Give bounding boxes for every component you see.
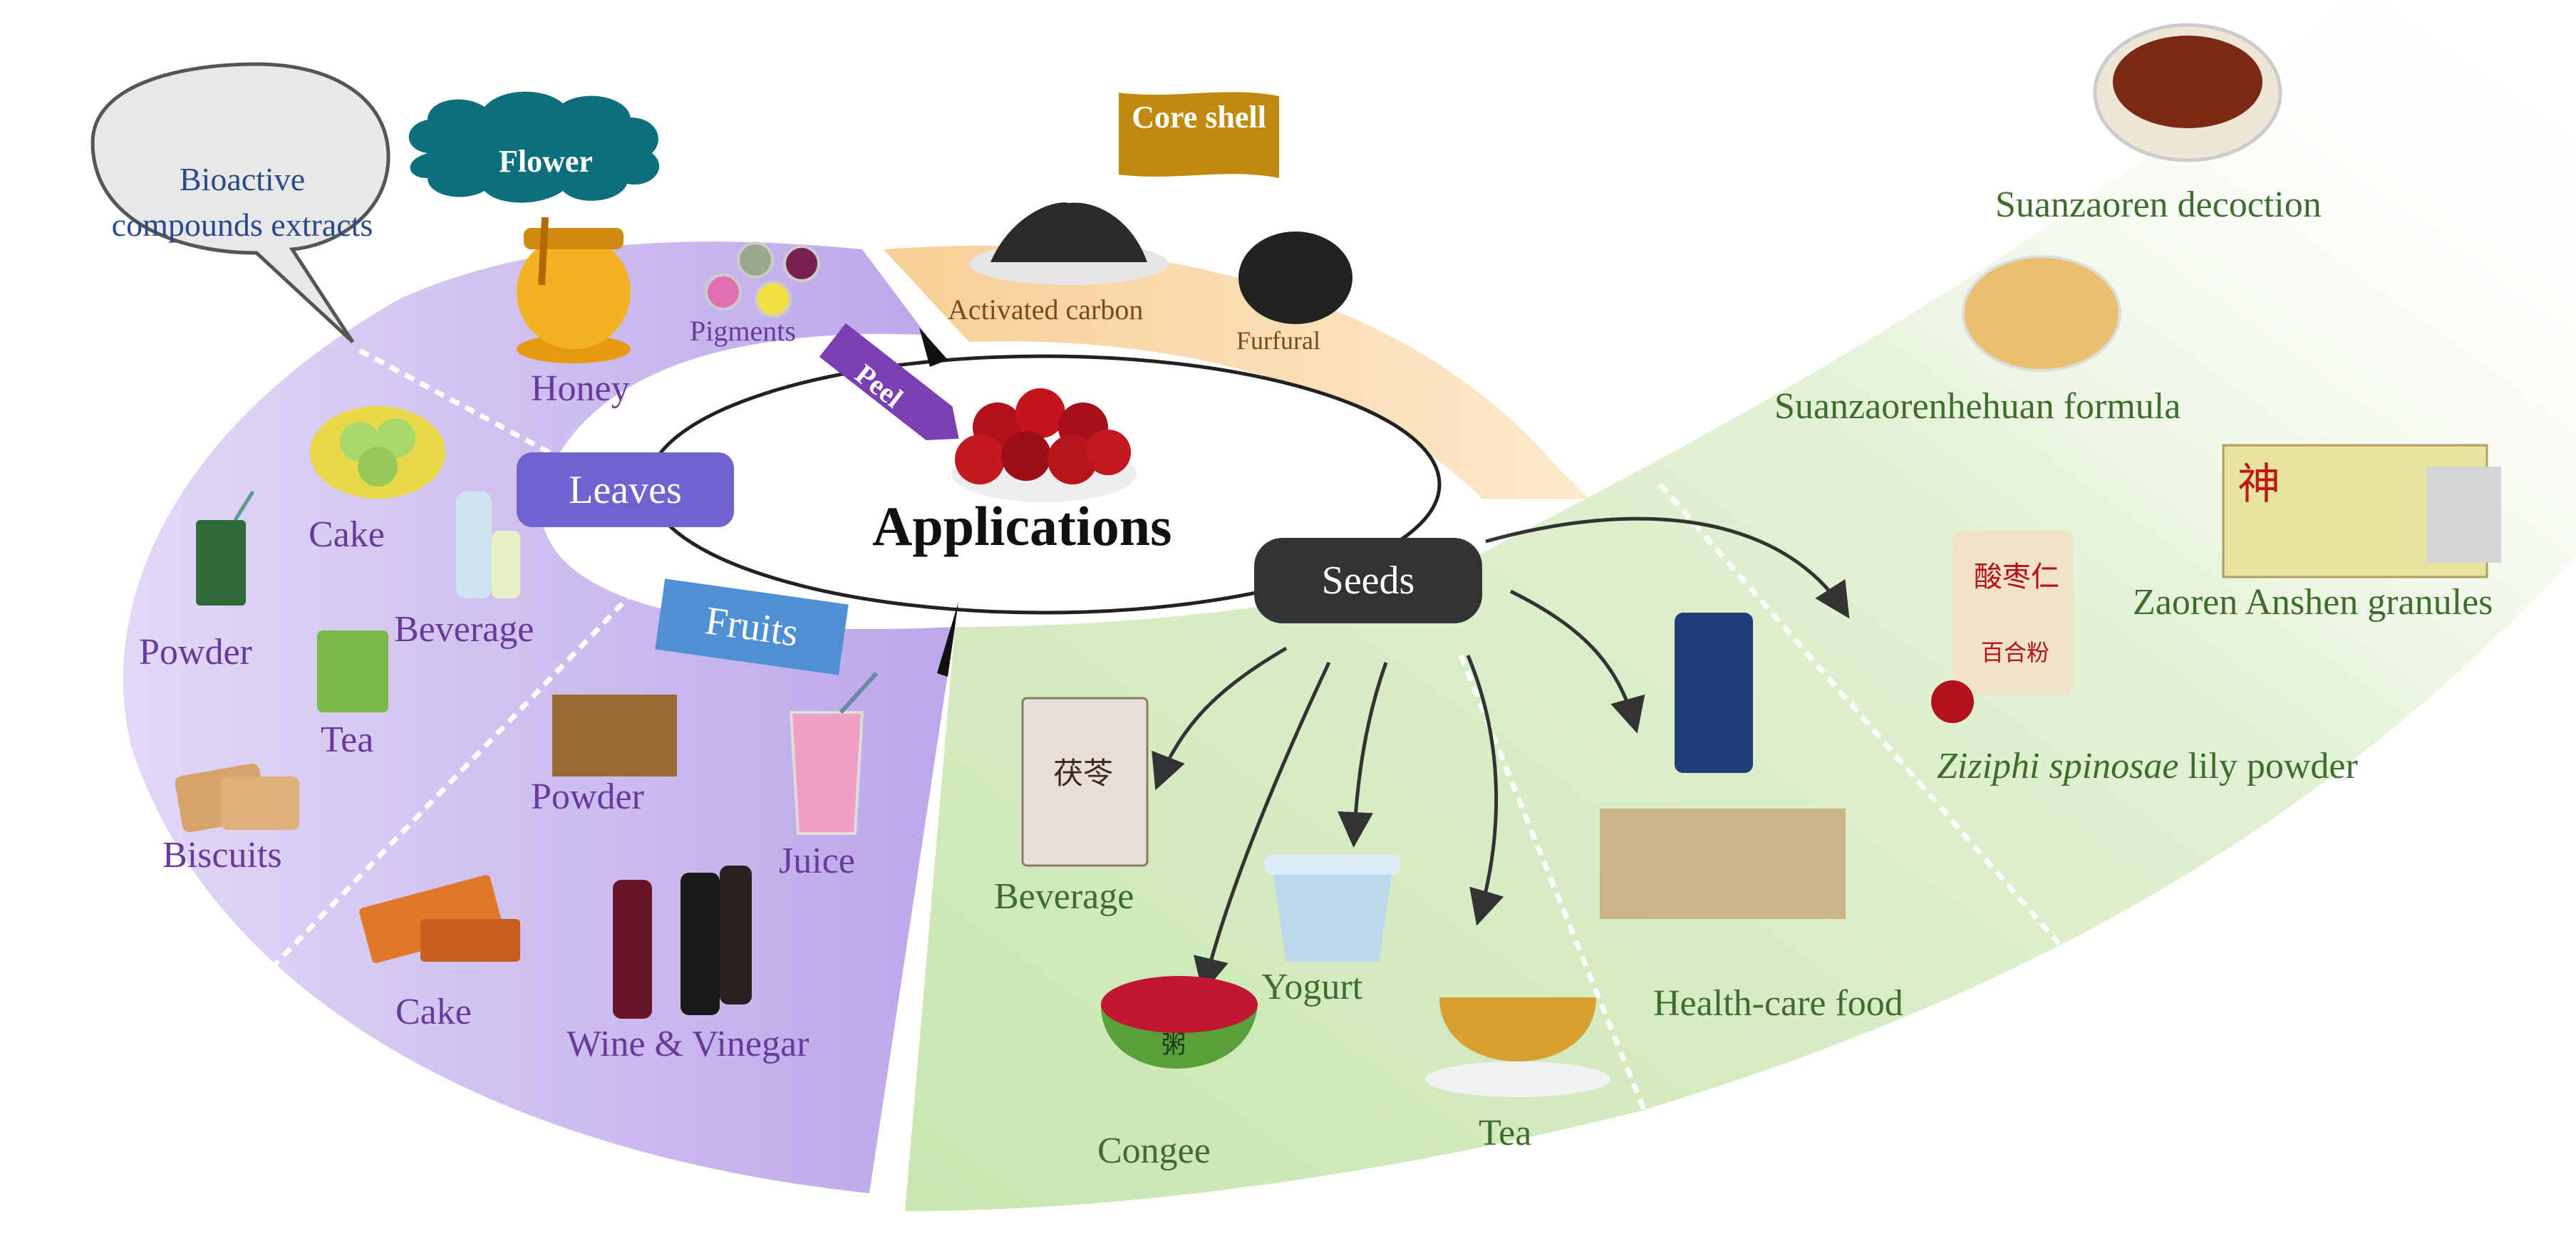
pointer-top xyxy=(919,328,948,367)
flower-cloud xyxy=(408,91,660,203)
decoction-label: Suanzaoren decoction xyxy=(1995,185,2322,225)
seeds-beverage-label: Beverage xyxy=(994,876,1134,917)
granules-label: Zaoren Anshen granules xyxy=(2133,582,2493,623)
fruits-pill xyxy=(655,578,849,675)
seeds-beverage-image xyxy=(1021,697,1149,867)
arrow-to-beverage xyxy=(1152,646,1288,791)
core-shell-flag xyxy=(1119,92,1279,178)
fruits-juice-label: Juice xyxy=(779,841,855,881)
leaves-tea-label: Tea xyxy=(321,720,374,760)
granules-box-image xyxy=(2222,444,2501,578)
leaves-cake-image xyxy=(310,406,445,499)
divider-seeds-tcm xyxy=(1658,482,2083,971)
activated-carbon-image xyxy=(969,202,1169,285)
leaves-tea-image xyxy=(317,630,388,712)
fruits-powder-label: Powder xyxy=(531,777,644,817)
leaves-cake-label: Cake xyxy=(309,514,385,555)
congee-label: Congee xyxy=(1097,1131,1211,1171)
wine-vinegar-image xyxy=(613,866,752,1019)
leaves-powder-label: Powder xyxy=(139,632,252,672)
arrow-to-tea xyxy=(1466,655,1504,926)
formula-bowl-image xyxy=(1962,255,2121,372)
wine-vinegar-label: Wine & Vinegar xyxy=(567,1024,809,1064)
leaves-beverage-image xyxy=(456,492,520,598)
health-care-label: Health-care food xyxy=(1653,983,1903,1024)
leaves-label: Leaves xyxy=(569,467,682,512)
granules-box-text: 神 xyxy=(2238,459,2280,509)
congee-bowl-text: 粥 xyxy=(1162,1031,1186,1059)
seeds-tea-label: Tea xyxy=(1479,1113,1532,1153)
core-shell-band xyxy=(884,246,1589,499)
furfural-image xyxy=(1238,232,1352,324)
bioactive-bubble xyxy=(90,62,390,343)
honey-jar-image xyxy=(517,217,631,363)
leaves-beverage-label: Beverage xyxy=(394,609,534,650)
arrow-to-congee xyxy=(1194,661,1331,994)
fruits-powder-image xyxy=(552,695,677,777)
decoction-bowl-image xyxy=(2093,23,2282,162)
activated-carbon-label: Activated carbon xyxy=(948,294,1144,326)
congee-image xyxy=(1101,976,1258,1069)
divider-bioactive-leaves xyxy=(358,348,557,459)
pointer-bottom xyxy=(937,602,958,677)
leaves-pill xyxy=(517,452,734,527)
tea-cup-image xyxy=(1425,997,1610,1097)
lily-powder-jar-image xyxy=(1931,531,2074,723)
leaves-biscuits-label: Biscuits xyxy=(162,835,282,876)
fruits-juice-image xyxy=(789,671,879,835)
beverage-package-text: 茯苓 xyxy=(1053,756,1114,791)
divider-seeds-health xyxy=(1458,654,1656,1134)
peel-tag xyxy=(819,323,959,440)
bioactive-label: Bioactive compounds extracts xyxy=(111,161,373,244)
yogurt-label: Yogurt xyxy=(1261,967,1363,1007)
leaves-biscuits-image xyxy=(175,763,299,833)
arrow-to-yogurt xyxy=(1338,662,1388,848)
lily-jar-text: 酸枣仁 xyxy=(1974,561,2059,593)
core-shell-label: Core shell xyxy=(1132,100,1266,135)
leaves-powder-image xyxy=(196,490,255,606)
seeds-label: Seeds xyxy=(1321,559,1415,603)
fruits-cake-label: Cake xyxy=(395,992,472,1032)
furfural-label: Furfural xyxy=(1236,326,1320,355)
flower-label: Flower xyxy=(499,144,593,179)
yogurt-image xyxy=(1265,855,1400,962)
formula-label: Suanzaorenhehuan formula xyxy=(1774,386,2181,427)
pigments-image xyxy=(705,242,820,318)
pigments-label: Pigments xyxy=(690,315,796,347)
jujube-fruits-image xyxy=(951,388,1137,502)
lily-jar-subtext: 百合粉 xyxy=(1981,639,2050,666)
honey-label: Honey xyxy=(531,368,630,409)
fruits-cake-image xyxy=(359,875,520,963)
seeds-pill xyxy=(1254,538,1482,623)
arrow-to-lily-powder xyxy=(1485,516,1850,619)
arrow-to-health-care xyxy=(1509,589,1645,734)
lily-powder-label: Ziziphi spinosae lily powder xyxy=(1937,746,2358,786)
divider-leaves-fruits xyxy=(269,589,636,971)
health-care-capsules-image xyxy=(1600,613,1846,919)
center-title: Applications xyxy=(872,495,1172,557)
